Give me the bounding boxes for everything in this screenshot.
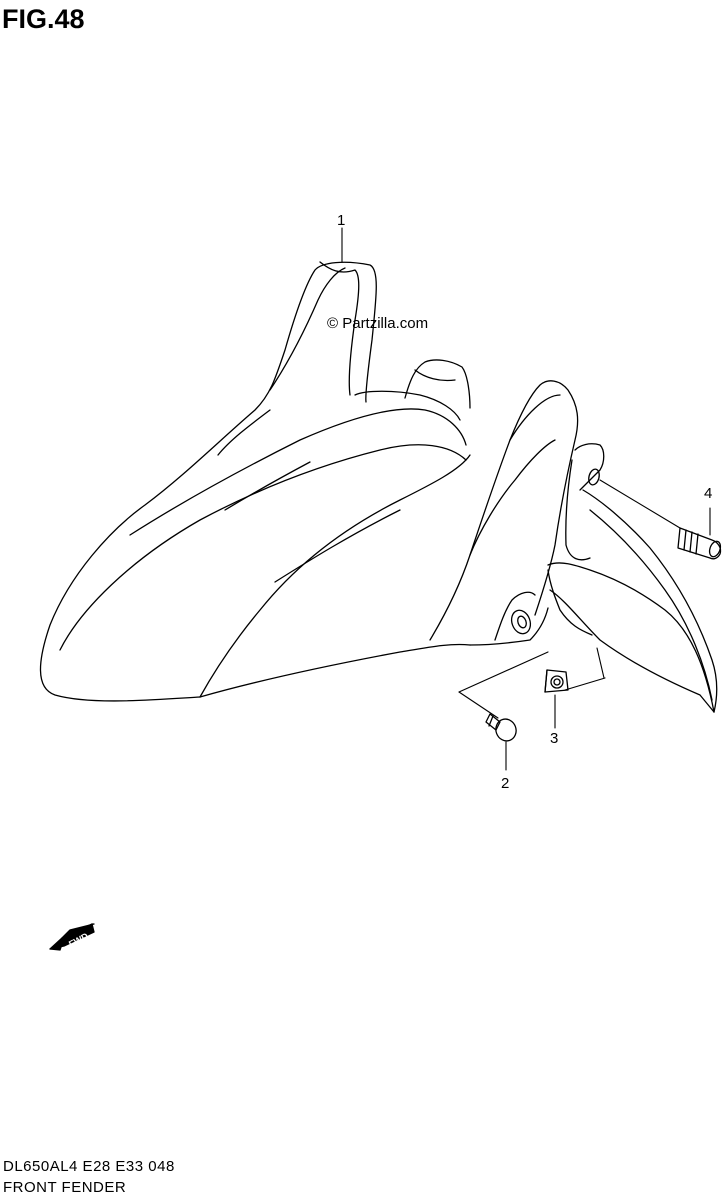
- bolt-part-4: [677, 527, 722, 560]
- callout-2: 2: [501, 775, 510, 792]
- watermark: © Partzilla.com: [327, 315, 429, 332]
- callout-4: 4: [704, 485, 713, 502]
- nut-part-3: [544, 669, 569, 693]
- screw-part-2: [485, 713, 517, 742]
- figure-title: FIG.48: [2, 4, 85, 34]
- model-code: DL650AL4 E28 E33 048: [3, 1158, 175, 1175]
- front-fender-part: [39, 261, 718, 713]
- section-name: FRONT FENDER: [3, 1179, 127, 1196]
- callout-1: 1: [337, 212, 346, 229]
- leader-lines: [341, 227, 711, 771]
- callout-3: 3: [550, 730, 559, 747]
- fwd-arrow-icon: FWD: [49, 923, 95, 951]
